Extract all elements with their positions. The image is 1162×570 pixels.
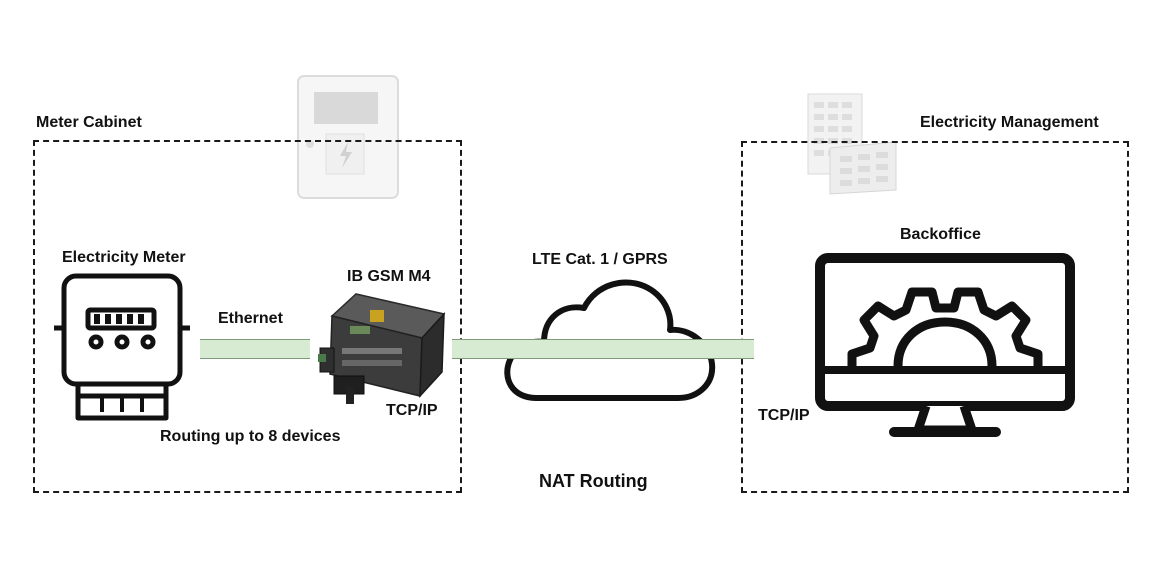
electricity-management-group [741,141,1129,493]
gateway-protocol-label: TCP/IP [386,402,438,419]
cellular-link-overlay [505,339,715,359]
meter-cabinet-title: Meter Cabinet [36,114,142,131]
backoffice-protocol-label: TCP/IP [758,407,810,424]
electricity-meter-icon [50,270,196,426]
electricity-meter-label: Electricity Meter [62,249,186,266]
backoffice-label: Backoffice [900,226,981,243]
ethernet-label: Ethernet [218,310,283,327]
monitor-gear-icon [814,252,1076,442]
cloud-icon [500,274,720,402]
meter-cabinet-group [33,140,462,493]
ethernet-link [200,339,310,359]
nat-routing-annotation: NAT Routing [539,471,648,491]
gateway-label: IB GSM M4 [347,268,431,285]
electrical-cabinet-icon [296,74,400,200]
cloud-label: LTE Cat. 1 / GPRS [532,251,668,268]
electricity-management-title: Electricity Management [920,114,1099,131]
routing-annotation: Routing up to 8 devices [160,428,341,445]
office-building-icon [800,88,904,196]
gsm-gateway-device-icon [312,286,452,408]
